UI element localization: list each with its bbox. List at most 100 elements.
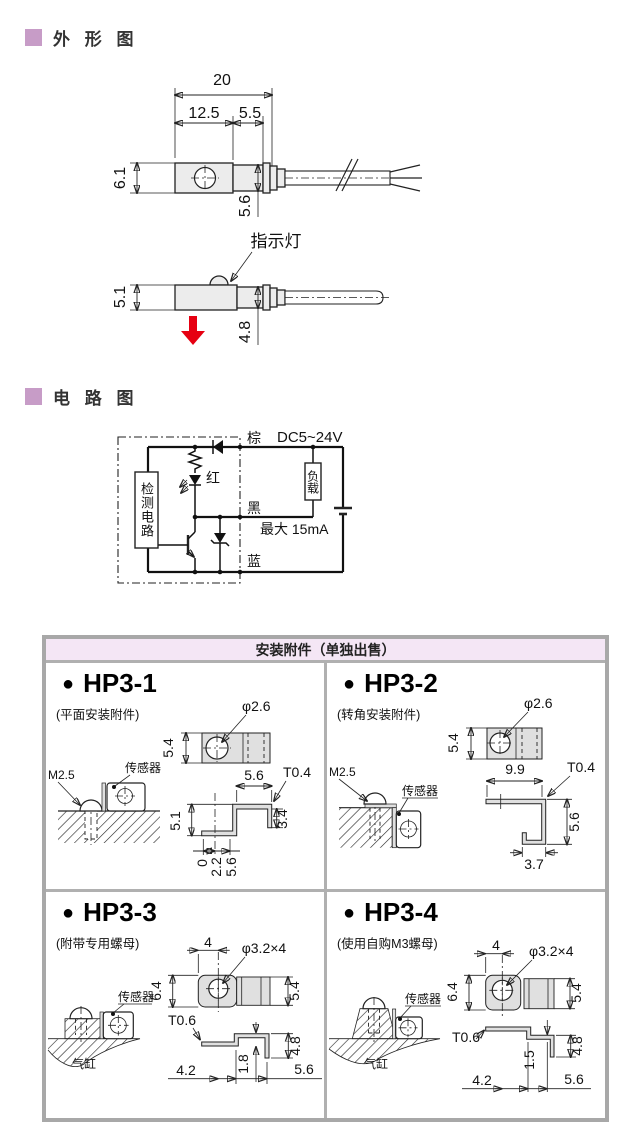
hp3-1-hole-dim: φ2.6: [242, 698, 271, 714]
hp3-4-48-dim: 4.8: [569, 1036, 585, 1056]
hp3-2-99-dim: 9.9: [505, 761, 525, 777]
cell-hp3-3: ● HP3-3 (附带专用螺母) 4: [46, 892, 327, 1118]
hp3-1-b22-dim: 2.2: [208, 857, 224, 877]
load-box-label: 负载: [305, 469, 320, 494]
hp3-3-64-dim: 6.4: [148, 981, 164, 1001]
zener-diode: [210, 517, 230, 572]
hp3-2-mounting-view: M2.5 传感器: [329, 765, 438, 849]
wire-black-label: 黑: [247, 500, 261, 516]
detection-direction-arrow: [181, 316, 205, 345]
hp3-3-hole-dim: φ3.2×4: [242, 940, 287, 956]
hp3-4-56-dim: 5.6: [564, 1071, 584, 1087]
hp3-2-subtitle: (转角安装附件): [337, 708, 421, 722]
dim-total: 20: [213, 72, 231, 89]
accent-square-icon: [25, 388, 42, 405]
hp3-4-64-dim: 6.4: [444, 982, 460, 1002]
top-view: 20 12.5 5.5 6.1 5.6: [112, 72, 422, 217]
hp3-4-15-dim: 1.5: [521, 1050, 537, 1070]
hp3-3-48-dim: 4.8: [287, 1036, 303, 1056]
hp3-1-b0-dim: 0: [194, 859, 210, 867]
hp3-4-54-dim: 5.4: [568, 983, 584, 1003]
circuit-diagram: 棕 DC5~24V 红 黑 最大 15mA 蓝 检测电路 负载: [100, 425, 400, 605]
hp3-3-top-view: 4 φ3.2×4 6.4 5.4: [148, 934, 302, 1012]
wire-blue-label: 蓝: [247, 553, 261, 569]
section-outline-title: 外 形 图: [53, 30, 139, 49]
hp3-3-title: ● HP3-3: [62, 897, 157, 928]
hp3-3-profile-view: T0.6 1.8 4.8 4.2: [168, 1012, 322, 1084]
hp3-4-cylinder-label: 气缸: [364, 1056, 388, 1071]
hp3-1-b56-dim: 5.6: [223, 857, 239, 877]
hp3-2-profile-view: 9.9 T0.4 5.6 3.7: [485, 759, 595, 872]
supply-label: DC5~24V: [277, 429, 342, 446]
bullet-icon: ●: [62, 901, 75, 924]
hp3-2-54-dim: 5.4: [445, 733, 461, 753]
hp3-4-subtitle: (使用自购M3螺母): [337, 937, 438, 951]
hp3-1-sensor-label: 传感器: [125, 760, 161, 775]
hp3-2-thickness: T0.4: [567, 759, 595, 775]
hp3-2-top-view: φ2.6 5.4: [445, 695, 553, 759]
cell-hp3-1: ● HP3-1 (平面安装附件) φ2.6: [46, 663, 327, 892]
protection-diode: [212, 440, 223, 454]
hp3-3-sensor-label: 传感器: [118, 989, 154, 1004]
hp3-3-model: HP3-3: [83, 897, 157, 927]
side-view: 指示灯 5.1 4.8: [112, 232, 390, 345]
hp3-1-subtitle: (平面安装附件): [56, 708, 140, 722]
bullet-icon: ●: [343, 672, 356, 695]
hp3-3-4-dim: 4: [204, 934, 212, 950]
hp3-2-model: HP3-2: [364, 668, 438, 698]
max-current-label: 最大 15mA: [260, 521, 329, 537]
hp3-4-thickness: T0.6: [452, 1029, 480, 1045]
hp3-1-mounting-view: M2.5 传感器: [48, 760, 161, 845]
hp3-4-top-view: 4 φ3.2×4 6.4 5.4: [444, 937, 584, 1017]
hp3-4-42-dim: 4.2: [472, 1072, 492, 1088]
hp3-1-34-dim: 3.4: [274, 809, 290, 829]
hp3-2-37-dim: 3.7: [524, 856, 544, 872]
hp3-2-drawing: φ2.6 5.4 9.9 T0.4: [329, 695, 595, 872]
hp3-4-sensor-label: 传感器: [405, 991, 441, 1006]
hp3-1-drawing: φ2.6 5.4 5.6 T0.4: [48, 698, 311, 877]
hp3-1-top-view: φ2.6 5.4: [160, 698, 271, 763]
hp3-2-hole-dim: φ2.6: [524, 695, 553, 711]
dim-front: 12.5: [188, 105, 219, 122]
hp3-3-drawing: 4 φ3.2×4 6.4 5.4: [47, 934, 322, 1084]
hp3-1-56-dim: 5.6: [244, 767, 264, 783]
hp3-3-subtitle: (附带专用螺母): [56, 937, 140, 951]
hp3-4-mounting-view: 传感器 气缸: [328, 991, 441, 1071]
hp3-4-drawing: 4 φ3.2×4 6.4 5.4: [328, 937, 591, 1118]
hp3-2-screw-label: M2.5: [329, 765, 356, 779]
dim-side-h: 5.1: [112, 286, 129, 308]
transistor: [158, 517, 195, 572]
dim-head: 5.5: [239, 105, 261, 122]
accent-square-icon: [25, 29, 42, 46]
hp3-3-cylinder-label: 气缸: [72, 1056, 96, 1071]
hp3-4-model: HP3-4: [364, 897, 438, 927]
hp3-4-4-dim: 4: [492, 937, 500, 953]
indicator-label: 指示灯: [251, 232, 302, 251]
dim-body-h: 6.1: [112, 167, 129, 189]
hp3-3-54-dim: 5.4: [286, 981, 302, 1001]
hp3-1-profile-view: 5.6 T0.4 5.1 3.4: [167, 764, 311, 877]
outline-drawing: 20 12.5 5.5 6.1 5.6: [112, 72, 422, 345]
section-circuit-header: 电 路 图: [25, 386, 139, 408]
detector-box-label: 检测电路: [139, 482, 154, 538]
hp3-1-54-dim: 5.4: [160, 738, 176, 758]
hp3-1-screw-label: M2.5: [48, 768, 75, 782]
section-circuit-title: 电 路 图: [53, 389, 139, 408]
hp3-4-title: ● HP3-4: [343, 897, 438, 928]
hp3-3-thickness: T0.6: [168, 1012, 196, 1028]
hp3-2-sensor-label: 传感器: [402, 783, 438, 798]
accessories-table: 安装附件（单独出售） ● HP3-1 (平面安装附件): [42, 635, 609, 1122]
wire-brown-label: 棕: [247, 430, 261, 446]
section-outline-header: 外 形 图: [25, 27, 139, 49]
bullet-icon: ●: [343, 901, 356, 924]
hp3-3-18-dim: 1.8: [235, 1054, 251, 1074]
hp3-2-56-dim: 5.6: [566, 812, 582, 832]
hp3-3-42-dim: 4.2: [176, 1062, 196, 1078]
hp3-3-56-dim: 5.6: [294, 1061, 314, 1077]
hp3-1-51-dim: 5.1: [167, 811, 183, 831]
hp3-4-profile-view: T0.6 1.5 4.8 4.2 5.6: [452, 1020, 591, 1092]
dim-side-head-h: 4.8: [237, 321, 254, 343]
accessories-table-header: 安装附件（单独出售）: [46, 639, 605, 663]
hp3-3-mounting-view: 传感器 气缸: [47, 989, 154, 1071]
